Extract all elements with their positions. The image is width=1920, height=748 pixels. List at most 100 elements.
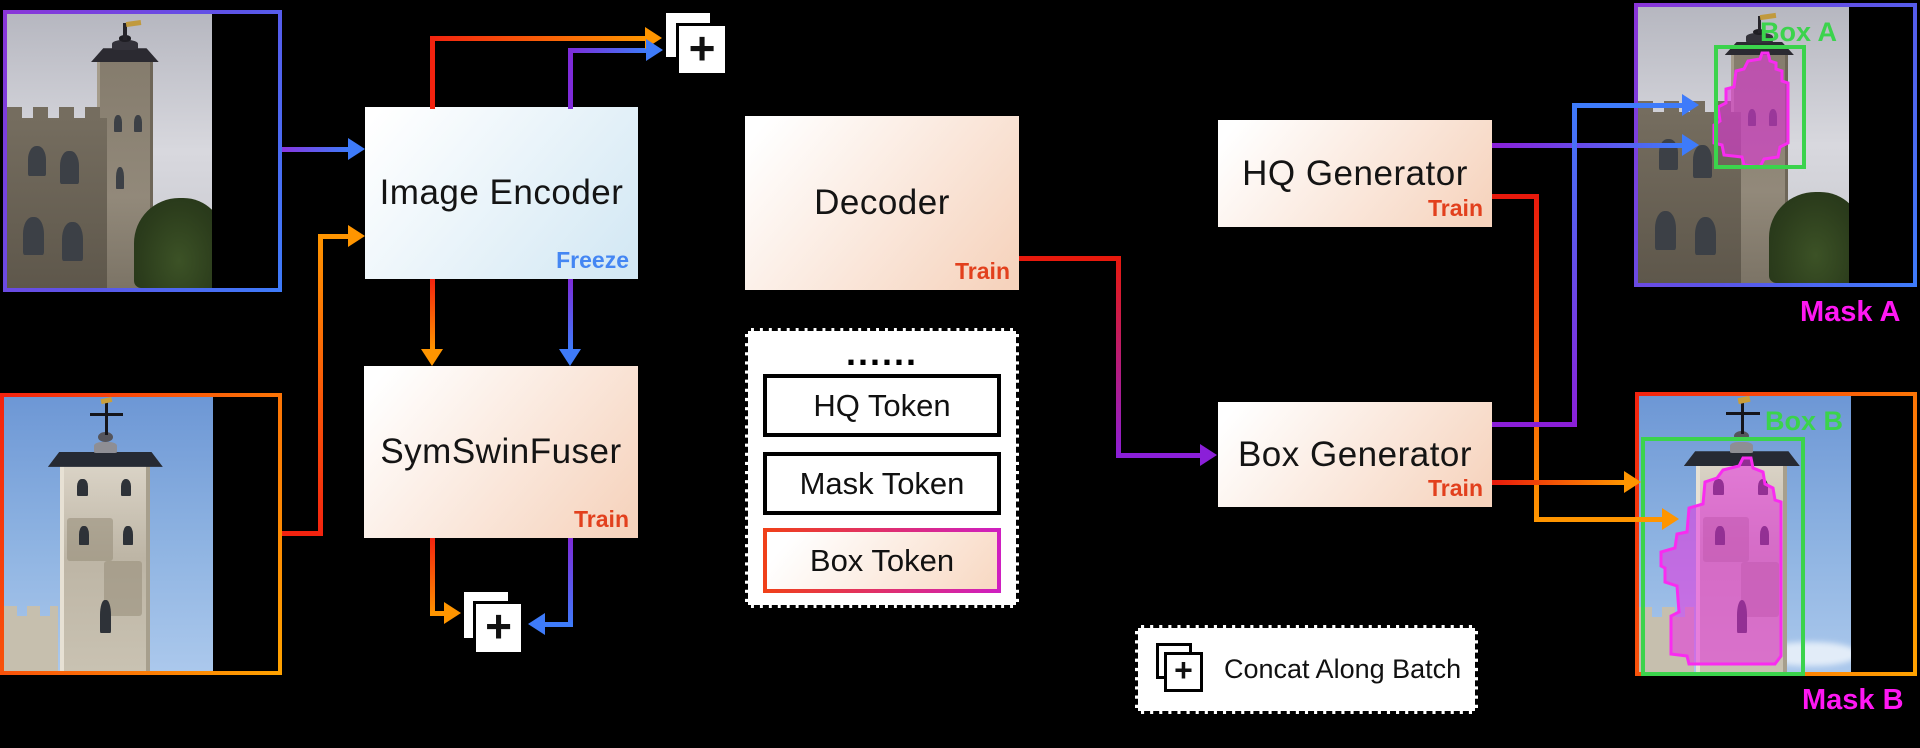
hq-generator-label: HQ Generator [1242, 153, 1468, 193]
weathervane-bar [1725, 412, 1760, 416]
arrowhead-outputA-upper [1682, 94, 1699, 116]
token-ellipsis: ...... [845, 332, 918, 373]
arrowhead-outputB-upper [1624, 471, 1641, 493]
window [62, 222, 83, 261]
line-encoder-to-concat-orange [430, 36, 645, 41]
box-b-label: Box B [1765, 406, 1844, 436]
line-boxgen-to-outputA [1572, 103, 1682, 108]
window [134, 115, 143, 132]
weathervane-bar [89, 412, 124, 417]
freeze-badge: Freeze [556, 247, 629, 273]
tower-mast [1741, 400, 1745, 435]
tower-cap [47, 451, 163, 467]
output-image-b: Box B [1635, 392, 1917, 676]
line-encoder-top-red [430, 36, 435, 109]
arrowhead-fuser-blue [559, 349, 581, 366]
tower-cupola [111, 40, 139, 50]
arrowhead-inputA-to-encoder [348, 138, 365, 160]
line-boxgen-up [1572, 103, 1577, 427]
box-a-label: Box A [1760, 17, 1838, 47]
line-fuser-to-concat-blue [568, 538, 573, 627]
image-encoder-label: Image Encoder [379, 173, 624, 212]
castle-wall [7, 107, 108, 288]
legend-concat-along-batch: + Concat Along Batch [1135, 625, 1478, 714]
arrowhead-concat-top-blue [646, 39, 663, 61]
tower-cap [91, 48, 159, 62]
line-decoder-out [1019, 256, 1121, 261]
tower-finial-ball [98, 432, 113, 442]
line-encoder-top-purple [568, 48, 573, 109]
tower-cupola [1730, 441, 1754, 453]
tower-finial-ball [1734, 431, 1750, 442]
input-image-a [3, 10, 282, 292]
line-decoder-to-boxgen [1116, 453, 1200, 458]
legend-label: Concat Along Batch [1224, 654, 1462, 684]
plus-icon: + [485, 600, 512, 652]
line-encoder-to-concat-blue [568, 48, 646, 53]
window [79, 525, 89, 545]
plus-icon: + [1174, 652, 1193, 688]
window [121, 479, 132, 496]
window [123, 525, 133, 545]
line-inputB-out [282, 531, 323, 536]
tree [134, 197, 212, 288]
token-panel: ...... HQ Token Mask Token Box Token [745, 328, 1019, 608]
window [1694, 216, 1717, 256]
castle-wall [4, 606, 59, 671]
tree [1768, 191, 1849, 283]
plus-icon: + [688, 21, 716, 74]
window [113, 115, 122, 132]
input-image-b [0, 393, 282, 675]
train-badge: Train [574, 506, 629, 532]
tower-mast [104, 401, 108, 436]
decoder-box: Decoder Train [745, 116, 1019, 290]
arrowhead-outputA-lower [1682, 134, 1699, 156]
tower-mast [123, 22, 127, 40]
window [27, 145, 46, 176]
arrowhead-concat-bottom-orange [444, 602, 461, 624]
tower-cupola [93, 442, 117, 454]
line-inputB-to-encoder [318, 234, 348, 239]
line-inputB-up [318, 234, 323, 536]
input-photo-b [4, 397, 213, 671]
line-encoder-to-fuser-blue [568, 279, 573, 349]
window [60, 151, 79, 184]
line-hqgen-out-red [1492, 194, 1539, 199]
concat-page-front: + [676, 23, 728, 76]
segmentation-mask-b [1659, 456, 1783, 666]
line-fuser-concat-blue-h [545, 622, 573, 627]
hq-generator-box: HQ Generator Train [1218, 120, 1492, 227]
line-boxgen-to-outputB [1492, 480, 1624, 485]
arrowhead-fuser-orange [421, 349, 443, 366]
window [1654, 211, 1676, 250]
line-hqgen-down [1534, 194, 1539, 522]
train-badge: Train [955, 258, 1010, 284]
box-generator-box: Box Generator Train [1218, 402, 1492, 507]
window [100, 599, 111, 633]
tower-mast [1757, 15, 1762, 33]
tower-cupola [1745, 33, 1774, 43]
window [77, 479, 88, 496]
line-hqgen-to-outputB [1534, 517, 1662, 522]
line-fuser-to-concat-orange [430, 538, 435, 616]
bounding-box-a [1714, 45, 1806, 169]
train-badge: Train [1428, 475, 1483, 501]
hq-token: HQ Token [763, 374, 1001, 437]
line-hqgen-to-outputA [1492, 143, 1682, 148]
arrowhead-concat-bottom-blue [528, 613, 545, 635]
decoder-label: Decoder [814, 183, 950, 222]
box-generator-label: Box Generator [1237, 434, 1473, 474]
line-inputA-to-encoder [282, 147, 348, 152]
mask-token: Mask Token [763, 452, 1001, 515]
input-photo-a [7, 14, 212, 288]
arrowhead-boxgen-purple [1200, 444, 1217, 466]
image-encoder-box: Image Encoder Freeze [365, 107, 638, 279]
train-badge: Train [1428, 195, 1483, 221]
line-encoder-to-fuser-orange [430, 279, 435, 349]
concat-page-front: + [1164, 652, 1203, 692]
window [23, 216, 44, 256]
stone-patch [66, 517, 113, 562]
line-fuser-concat-orange-h [430, 611, 444, 616]
symswinfuser-box: SymSwinFuser Train [364, 366, 638, 538]
